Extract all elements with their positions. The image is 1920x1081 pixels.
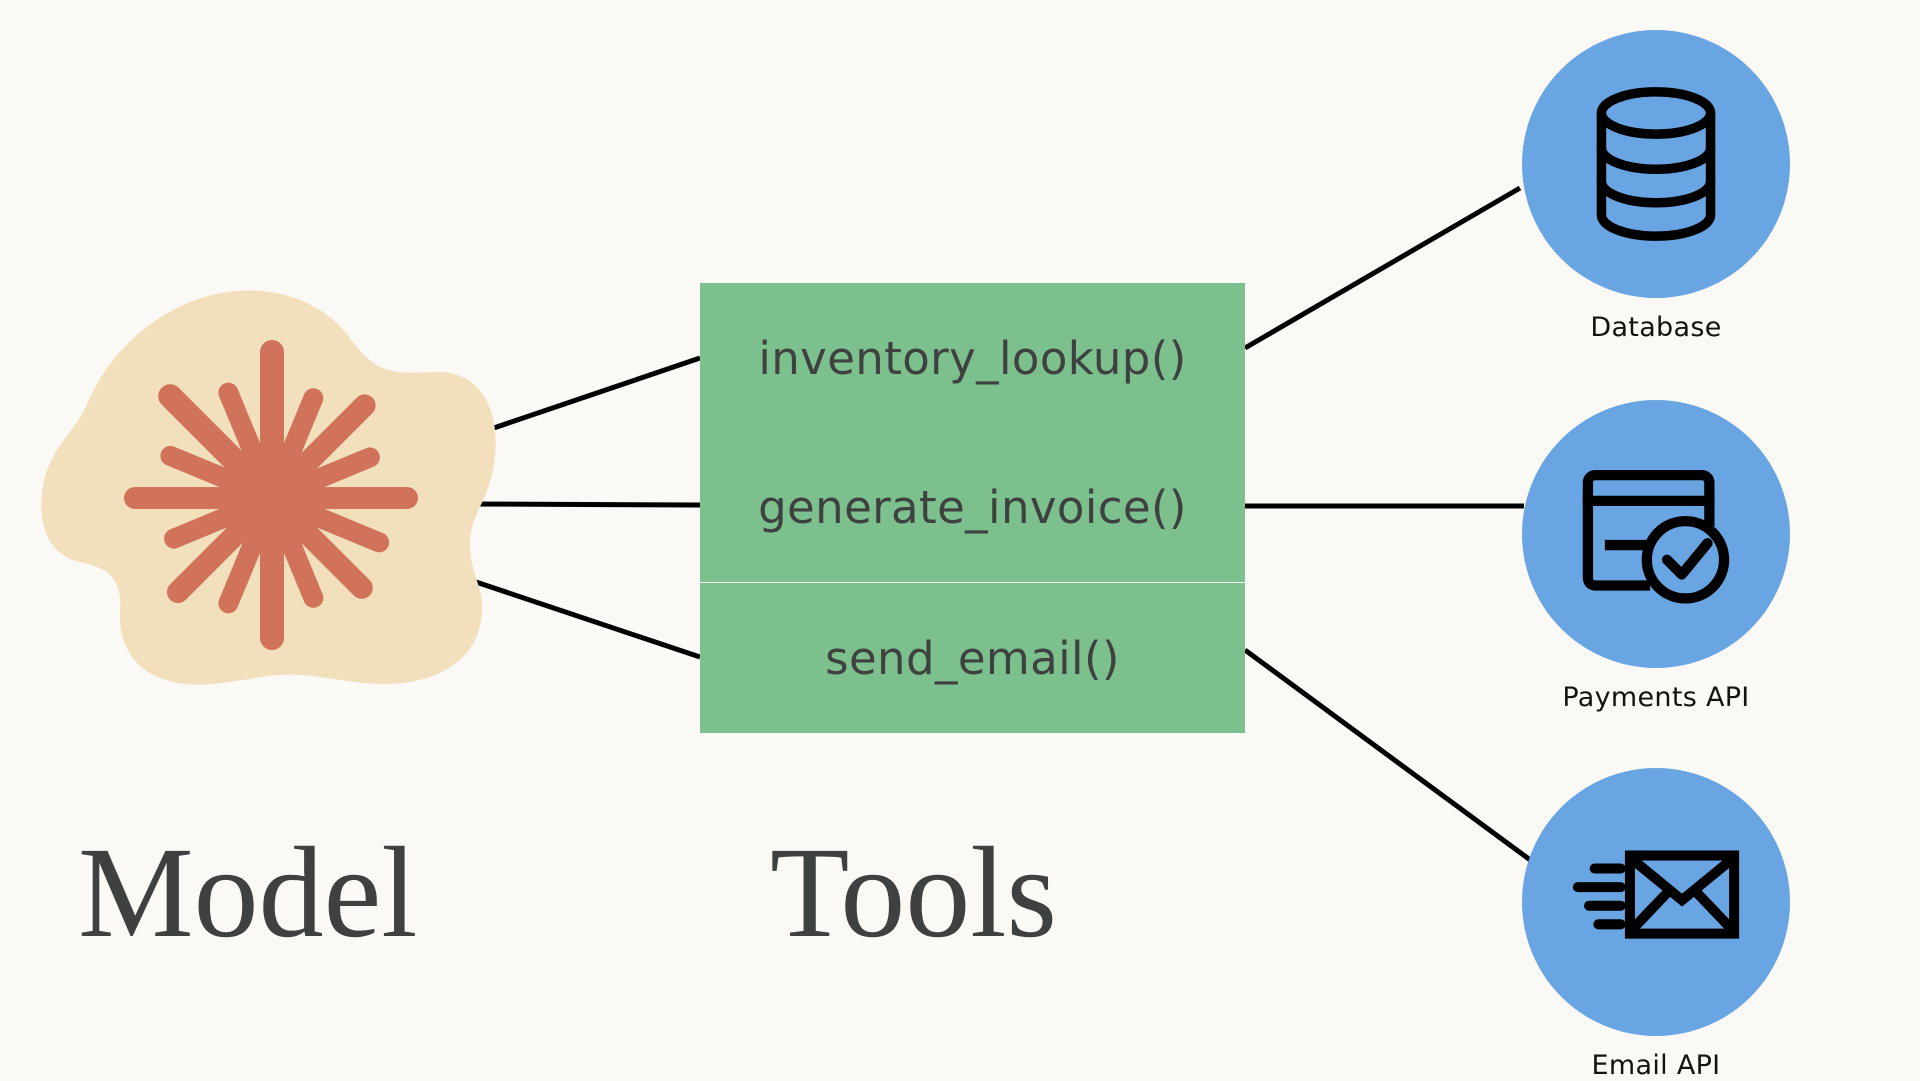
tool-label-inventory-lookup: inventory_lookup() bbox=[758, 331, 1187, 385]
service-label-email-api: Email API bbox=[1591, 1050, 1721, 1081]
database-cylinder-icon bbox=[1596, 87, 1716, 241]
section-caption-model: Model bbox=[78, 821, 418, 965]
service-circle-payments-api[interactable] bbox=[1522, 400, 1790, 668]
tool-box-inventory-lookup[interactable]: inventory_lookup() bbox=[700, 283, 1245, 433]
model-node[interactable] bbox=[40, 290, 500, 690]
tool-label-send-email: send_email() bbox=[825, 631, 1120, 685]
service-label-database: Database bbox=[1590, 312, 1722, 343]
connector-send-email-to-payments-email-api bbox=[1243, 647, 1535, 865]
tool-label-generate-invoice: generate_invoice() bbox=[758, 480, 1187, 534]
starburst-rays bbox=[124, 340, 418, 650]
section-caption-tools: Tools bbox=[770, 821, 1058, 965]
credit-card-check-icon bbox=[1582, 469, 1730, 604]
connector-model-to-send-email bbox=[469, 577, 701, 660]
connector-model-to-inventory-lookup bbox=[475, 355, 701, 437]
tool-box-send-email[interactable]: send_email() bbox=[700, 583, 1245, 733]
service-circle-email-api[interactable] bbox=[1522, 768, 1790, 1036]
service-label-payments-api: Payments API bbox=[1562, 682, 1750, 713]
service-node-payments-api[interactable]: Payments API bbox=[1522, 400, 1790, 713]
anthropic-starburst-icon bbox=[124, 340, 418, 650]
service-circle-database[interactable] bbox=[1522, 30, 1790, 298]
tool-box-generate-invoice[interactable]: generate_invoice() bbox=[700, 432, 1245, 582]
service-node-database[interactable]: Database bbox=[1522, 30, 1790, 343]
model-blob-shape bbox=[41, 290, 496, 685]
envelope-send-icon bbox=[1572, 850, 1740, 939]
connector-model-to-generate-invoice bbox=[468, 501, 701, 508]
service-node-email-api[interactable]: Email API bbox=[1522, 768, 1790, 1081]
connector-inventory-lookup-to-database bbox=[1243, 185, 1522, 351]
